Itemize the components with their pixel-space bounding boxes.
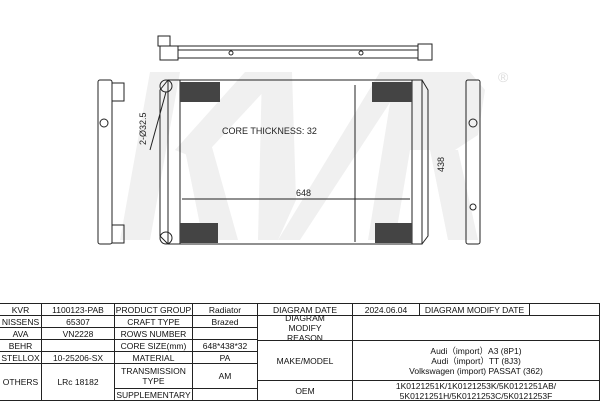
oem-label: OEM: [257, 380, 353, 401]
core-thickness-label: CORE THICKNESS: 32: [222, 126, 317, 136]
width-dimension: 648: [296, 188, 311, 198]
others-label: OTHERS: [0, 363, 42, 401]
make-model-item: Volkswagen (import) PASSAT (362): [409, 365, 543, 376]
supplementary-label: SUPPLEMENTARY: [114, 388, 193, 401]
height-dimension: 438: [436, 157, 446, 172]
oem-list: 1K0121251K/1K0121253K/5K0121251AB/ 5K012…: [352, 380, 600, 401]
supplementary-value: [192, 388, 258, 401]
side-views: [97, 79, 481, 245]
make-model-item: Audi（import）A3 (8P1): [430, 345, 522, 356]
top-view: [157, 35, 433, 61]
oem-line: 1K0121251K/1K0121253K/5K0121251AB/: [395, 380, 557, 391]
oem-line: 5K0121251H/5K0121253C/5K0121253F: [399, 390, 553, 401]
spec-table: KVR 1100123-PAB NISSENS 65307 AVA VN2228…: [0, 303, 600, 402]
make-model-label: MAKE/MODEL: [257, 340, 353, 381]
front-view: [149, 79, 429, 245]
registered-mark: ®: [498, 69, 509, 85]
make-model-item: Audi（import）TT (8J3): [431, 355, 521, 366]
pipe-dimension: 2-Ø32.5: [138, 112, 148, 145]
radiator-drawing: ® CORE THICKNESS: 32 648 438 2-Ø32.5: [97, 35, 509, 245]
kvr-watermark: [120, 72, 485, 240]
others-value: LRc 18182: [41, 363, 115, 401]
transmission-value: AM: [192, 363, 258, 389]
modify-reason-value: [352, 315, 600, 341]
transmission-label: TRANSMISSION TYPE: [114, 363, 193, 389]
make-model-list: Audi（import）A3 (8P1) Audi（import）TT (8J3…: [352, 340, 600, 381]
modify-reason-label: DIAGRAM MODIFY REASON: [257, 313, 353, 343]
